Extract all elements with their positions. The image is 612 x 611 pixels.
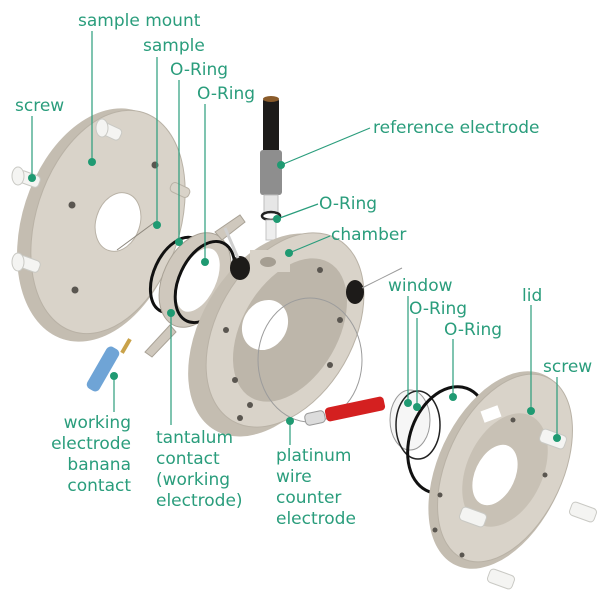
label-working-electrode: working electrode banana contact [51,413,131,496]
label-platinum-wire-line: wire [276,467,312,487]
screw-right-2 [459,506,487,528]
label-sample-mount: sample mount [78,11,201,31]
banana-contact [86,338,132,392]
label-chamber: chamber [331,225,406,245]
sample-mount [17,108,186,342]
label-tantalum-contact-line: contact [156,449,220,469]
label-working-electrode-line: electrode [51,434,131,454]
screw-right-4 [487,568,515,590]
label-tantalum-contact-line: tantalum [156,428,233,448]
screw-right-1 [539,428,567,450]
label-platinum-wire-line: platinum [276,446,351,466]
label-tantalum-contact-line: (working [156,470,230,490]
screw-left-2 [11,166,41,188]
label-tantalum-contact-line: electrode) [156,491,243,511]
label-tantalum-contact: tantalum contact (working electrode) [156,428,243,511]
lid [428,371,573,569]
label-working-electrode-line: contact [67,476,131,496]
label-screw-right: screw [543,357,592,377]
label-platinum-wire-line: electrode [276,509,356,529]
label-sample: sample [143,36,205,56]
label-platinum-wire: platinum wire counter electrode [276,446,356,529]
o-ring-3 [395,390,441,460]
label-working-electrode-line: banana [67,455,131,475]
chamber [188,227,403,437]
screw-left-1 [95,118,123,141]
screw-right-3 [569,501,597,523]
label-o-ring-4: O-Ring [444,320,502,340]
counter-electrode [304,396,386,426]
label-window: window [388,276,453,296]
label-working-electrode-line: working [64,413,131,433]
pin-left [169,182,191,198]
label-o-ring-2: O-Ring [197,84,255,104]
leader-lines [28,31,561,445]
label-o-ring-ref: O-Ring [319,194,377,214]
label-o-ring-1: O-Ring [170,60,228,80]
reference-electrode [260,96,282,241]
label-platinum-wire-line: counter [276,488,341,508]
label-screw-left: screw [15,96,64,116]
label-lid: lid [522,286,542,306]
label-o-ring-3: O-Ring [409,299,467,319]
label-reference-electrode: reference electrode [373,118,540,138]
screw-left-3 [11,252,41,273]
